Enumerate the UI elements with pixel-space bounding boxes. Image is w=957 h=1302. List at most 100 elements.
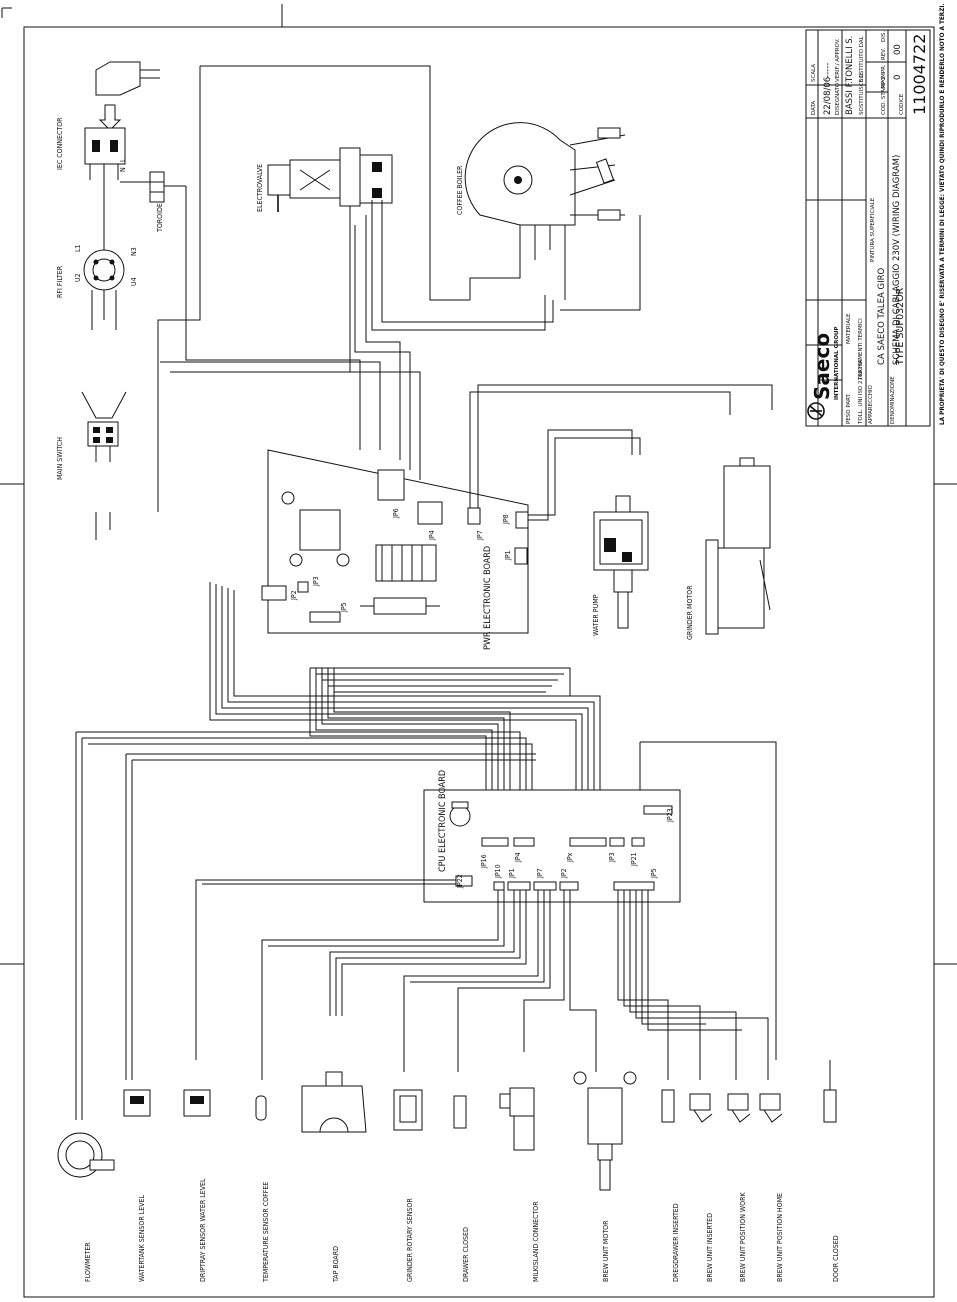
toroide-label: TOROIDE xyxy=(156,203,164,233)
peso-label: PESO PART. xyxy=(846,393,852,424)
label-brew-unit-position-home: BREW UNIT POSITION HOME xyxy=(776,1193,784,1282)
apparecchio-value: CA SAECO TALEA GIRO xyxy=(877,268,887,365)
cpu-jp3: JP3 xyxy=(608,852,616,863)
denominazione-label: DENOMINAZIONE xyxy=(890,376,896,424)
driptray-sensor-symbol xyxy=(183,1089,211,1117)
brew-unit-motor-symbol xyxy=(573,1071,637,1191)
sostituito-label: SOSTITUITO DAL xyxy=(859,35,865,82)
dis-label: DIS. xyxy=(881,31,887,42)
disclaimer-text: LA PROPRIETA' DI QUESTO DISEGNO E' RISER… xyxy=(938,3,946,425)
pwr-load-wiring xyxy=(469,384,773,521)
label-flowmeter: FLOWMETER xyxy=(84,1242,92,1282)
label-dregdrawer-inserted: DREGDRAWER INSERTED xyxy=(672,1203,680,1282)
pwr-board-label: PWR ELECTRONIC BOARD xyxy=(483,546,493,650)
pwr-jp8: JP8 xyxy=(502,514,510,525)
materiale-label: MATERIALE xyxy=(846,313,852,344)
electrovalve-symbol xyxy=(267,147,393,222)
cpu-jp21: JP21 xyxy=(630,852,638,867)
toll-label: TOLL. UNI ISO 2768 mK xyxy=(858,359,864,425)
rfi-filter-symbol xyxy=(83,190,125,330)
cpu-jp7: JP7 xyxy=(536,868,544,879)
pwr-jp3: JP3 xyxy=(312,576,320,587)
apparecchio-label: APPARECCHIO xyxy=(868,384,874,424)
rfi-pin-n3: N3 xyxy=(130,247,138,256)
rfi-pin-l1: L1 xyxy=(74,244,82,252)
scala-value: ----- xyxy=(823,63,833,78)
pwr-jp2: JP2 xyxy=(290,590,298,601)
label-brew-unit-position-work: BREW UNIT POSITION WORK xyxy=(739,1192,747,1282)
data-value: 22/08/06 xyxy=(823,77,833,115)
coffee-boiler-symbol xyxy=(464,122,626,260)
cpu-jpx: JPx xyxy=(566,852,574,863)
label-tap-board: TAP BOARD xyxy=(332,1246,340,1283)
label-brew-unit-inserted: BREW UNIT INSERTED xyxy=(706,1213,714,1282)
grinder-motor-label: GRINDER MOTOR xyxy=(686,585,694,640)
cod-stampo-label: COD. STAMPO xyxy=(881,76,887,115)
label-milkisland-connector: MILKISLAND CONNECTOR xyxy=(532,1201,540,1282)
denominazione-line2: TYPE SUP032OR xyxy=(895,287,906,366)
cpu-jp2: JP2 xyxy=(560,868,568,879)
sheet-frame xyxy=(0,4,957,1298)
electrovalve-label: ELECTROVALVE xyxy=(256,164,264,212)
label-driptray-sensor: DRIPTRAY SENSOR WATER LEVEL xyxy=(199,1178,207,1282)
label-temperature-sensor: TEMPERATURE SENSOR COFFEE xyxy=(262,1182,270,1283)
title-block: Saeco INTERNATIONAL GROUP PESO PART. TOL… xyxy=(805,29,931,427)
pwr-jp5: JP5 xyxy=(340,602,348,613)
door-closed-symbol xyxy=(823,1060,837,1123)
cpu-jp5: JP5 xyxy=(650,868,658,879)
label-brew-unit-motor: BREW UNIT MOTOR xyxy=(602,1220,610,1282)
cpu-jp22: JP22 xyxy=(456,874,464,889)
disegnato-value: BASSI F. xyxy=(845,81,855,115)
iec-pin-l: L xyxy=(119,158,127,162)
pwr-jp7: JP7 xyxy=(476,530,484,541)
pwr-jp6: JP6 xyxy=(392,508,400,519)
pittura-label: PINTURA SUPERFICIALE xyxy=(870,197,876,262)
temperature-sensor-symbol xyxy=(255,1095,267,1121)
denominazione-line1: SCHEMA DI CABLAGGIO 230V (WIRING DIAGRAM… xyxy=(892,155,902,365)
pwr-electronic-board xyxy=(261,449,529,634)
label-drawer-closed: DRAWER CLOSED xyxy=(462,1227,470,1282)
verif-label: VERIF./ APPROV. xyxy=(835,38,841,82)
water-pump-label: WATER PUMP xyxy=(592,594,600,636)
disegnato-label: DISEGNATO xyxy=(835,82,841,115)
data-label: DATA xyxy=(811,101,817,115)
brew-unit-position-home-symbol xyxy=(759,1093,783,1123)
cpu-jp1: JP1 xyxy=(508,868,516,879)
cpu-board-label: CPU ELECTRONIC BOARD xyxy=(438,770,448,872)
cpu-electronic-board xyxy=(423,789,681,903)
toroide-symbol xyxy=(120,171,186,203)
grinder-motor-symbol xyxy=(705,457,771,635)
main-switch-label: MAIN SWITCH xyxy=(56,437,64,480)
rfi-filter-label: RFI FILTER xyxy=(56,265,64,298)
iec-pin-n: N xyxy=(119,167,127,172)
rev-value: 00 xyxy=(893,44,903,55)
cpu-jp23: JP23 xyxy=(666,808,674,823)
rev-label: REV. xyxy=(881,48,887,60)
saeco-logo xyxy=(807,402,825,420)
pwr-jp1: JP1 xyxy=(504,550,512,561)
brand-name: Saeco xyxy=(810,333,834,400)
grinder-rotary-sensor-symbol xyxy=(393,1089,423,1131)
brand-sub: INTERNATIONAL GROUP xyxy=(834,326,840,400)
label-door-closed: DOOR CLOSED xyxy=(832,1235,840,1282)
brew-unit-inserted-symbol xyxy=(689,1093,713,1123)
scala-label: SCALA xyxy=(811,64,817,82)
cpu-jp4: JP4 xyxy=(514,852,522,863)
iec-connector-symbol xyxy=(84,61,160,190)
label-grinder-rotary-sensor: GRINDER ROTARY SENSOR xyxy=(406,1198,414,1282)
coffee-boiler-label: COFFEE BOILER xyxy=(456,165,464,215)
codice-value: 11004722 xyxy=(910,34,929,115)
flowmeter-symbol xyxy=(57,1132,115,1178)
n-impr-value: 0 xyxy=(893,75,903,80)
watertank-sensor-symbol xyxy=(123,1089,151,1117)
water-pump-symbol xyxy=(593,495,649,629)
harness-cpu-peripherals xyxy=(75,732,769,1120)
iec-connector-label: IEC CONNECTOR xyxy=(56,117,64,170)
rfi-pin-u4: U4 xyxy=(130,277,138,286)
label-watertank-sensor: WATERTANK SENSOR LEVEL xyxy=(138,1194,146,1282)
milkisland-connector-symbol xyxy=(499,1087,535,1151)
rfi-pin-u2: U2 xyxy=(74,273,82,282)
drawer-closed-symbol xyxy=(453,1095,467,1129)
